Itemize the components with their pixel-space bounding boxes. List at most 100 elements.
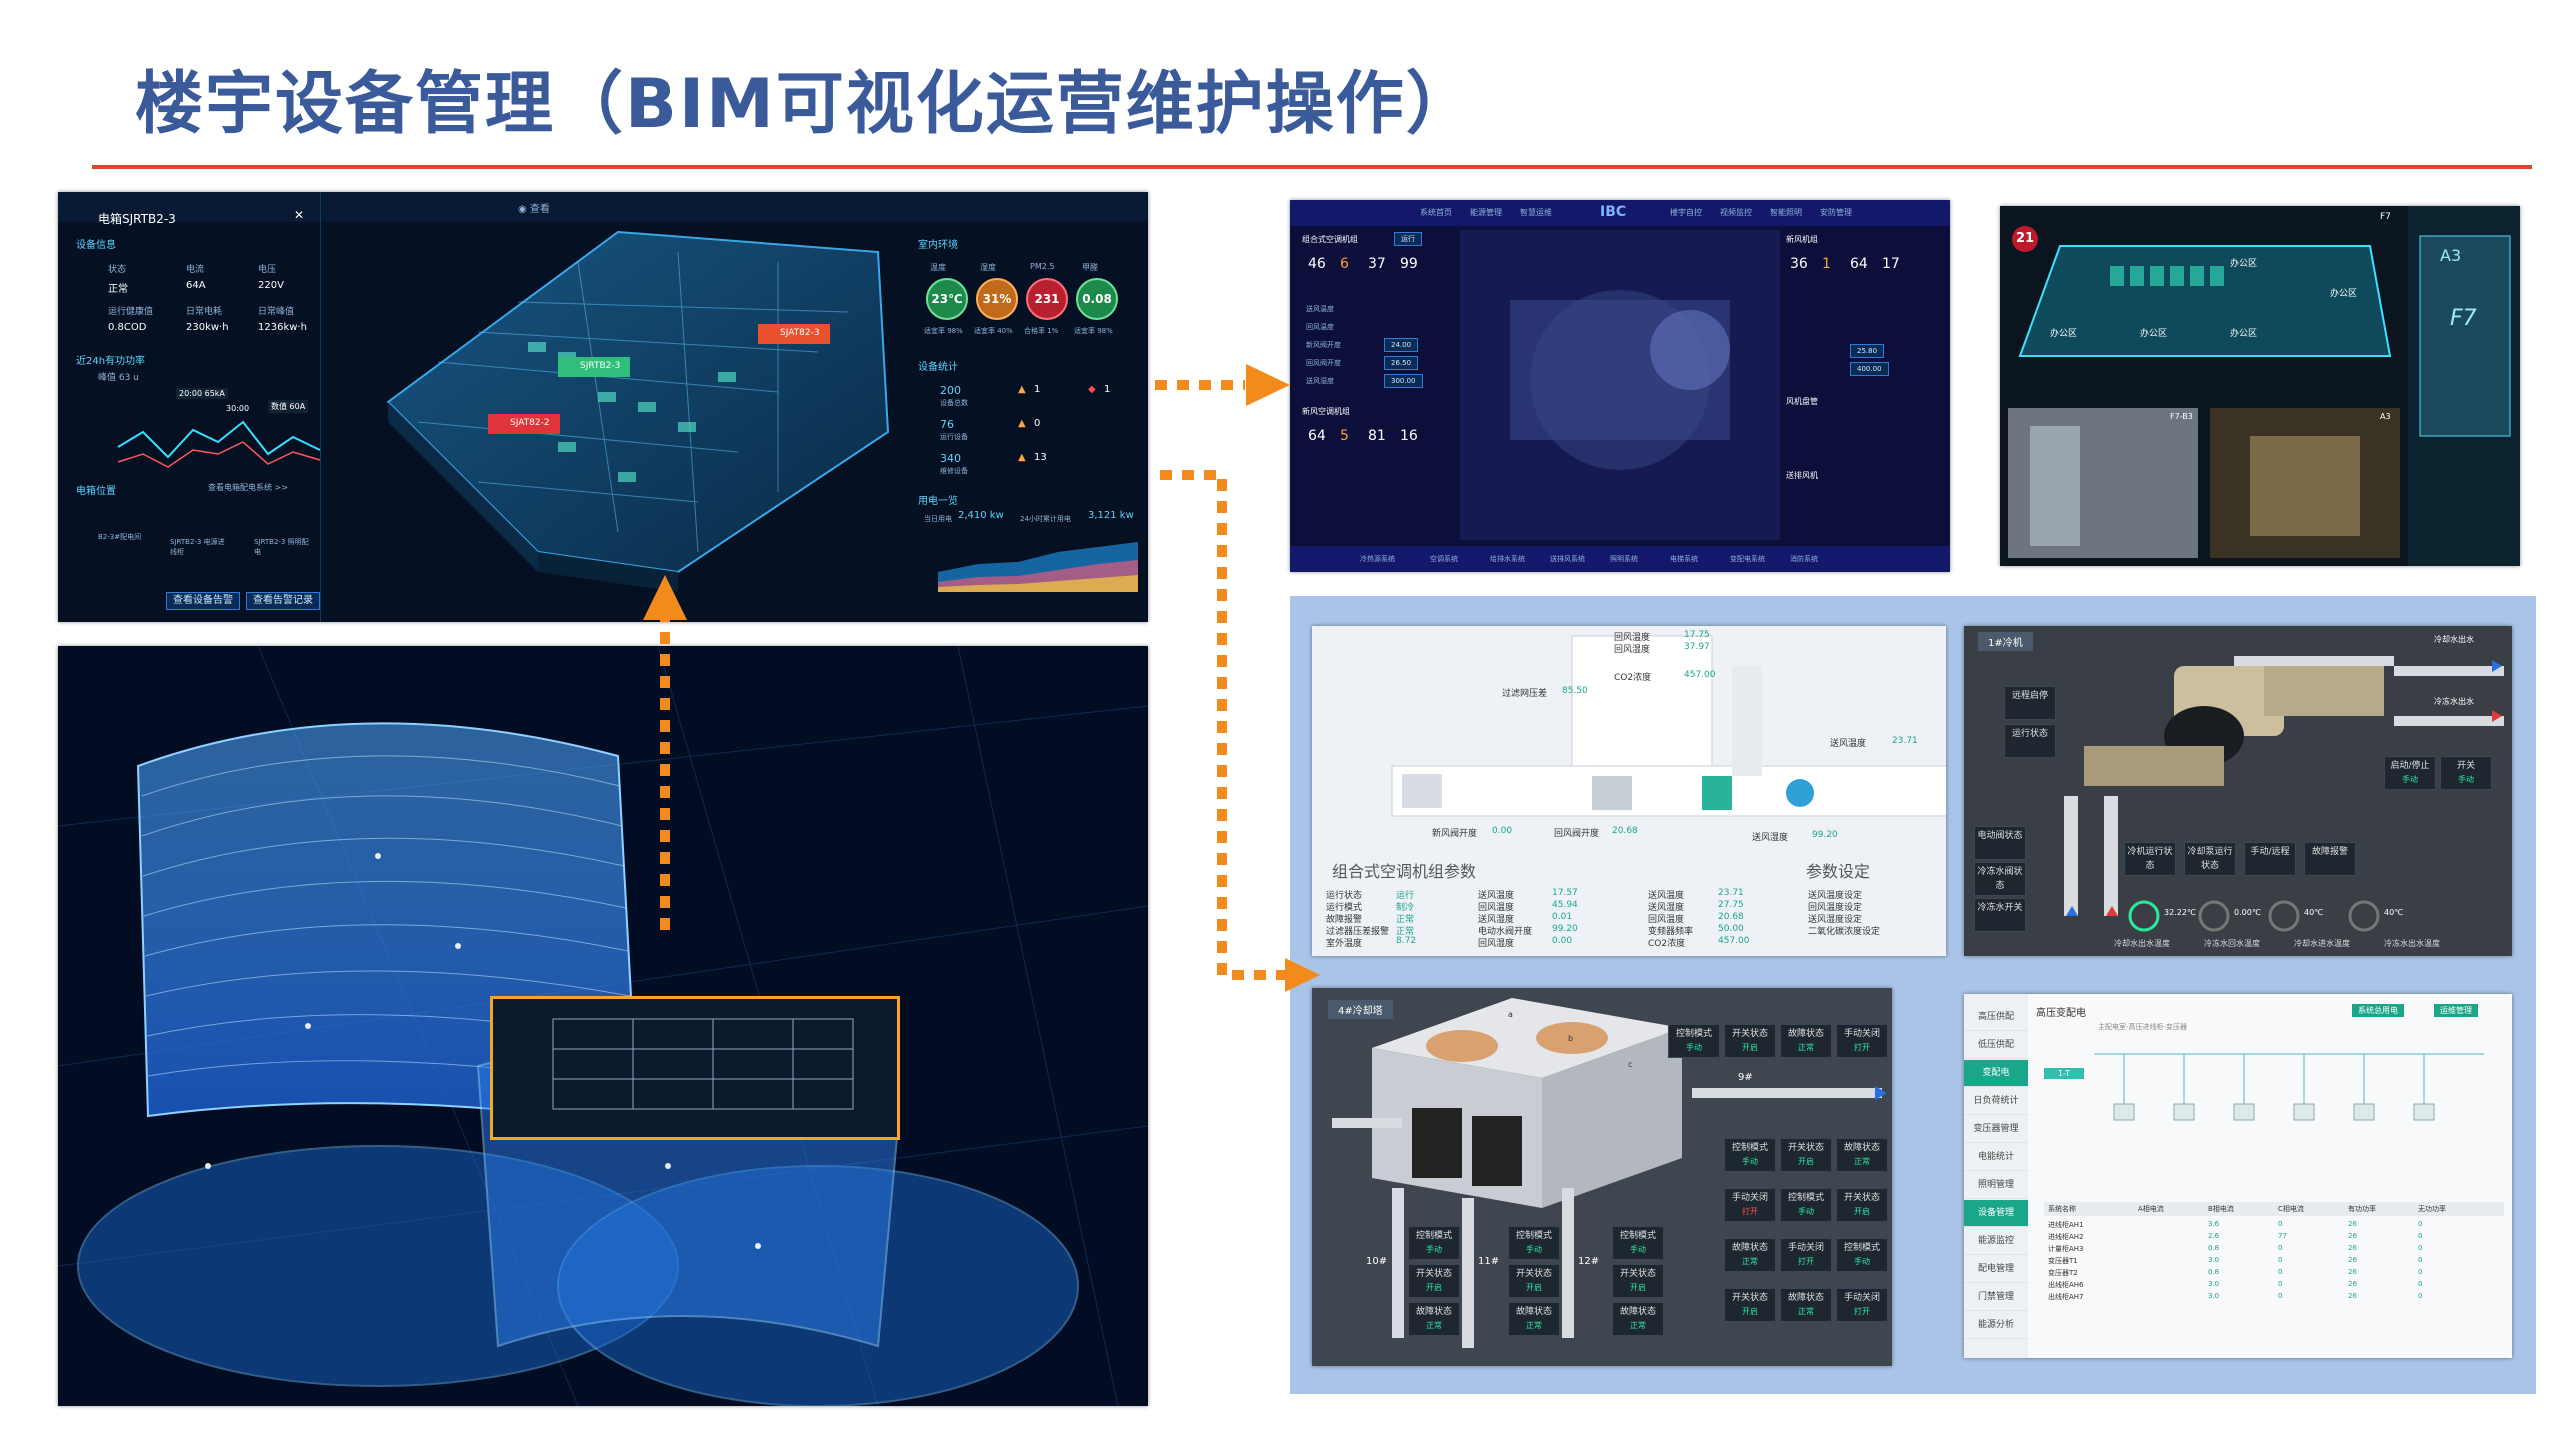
ops-button[interactable]: 运维管理 bbox=[2434, 1004, 2478, 1017]
tower-fan-button[interactable]: 控制模式手动 bbox=[1836, 1238, 1888, 1272]
param-value: 99.20 bbox=[1552, 924, 1578, 934]
remote-start-button[interactable]: 远程启停 bbox=[2004, 686, 2056, 720]
chw-valve-button[interactable]: 冷冻水阀状态 bbox=[1974, 862, 2026, 896]
start-stop-button[interactable]: 启动/停止手动 bbox=[2384, 756, 2436, 790]
sidebar-item[interactable]: 照明管理 bbox=[1964, 1172, 2028, 1199]
bottom-nav-item[interactable]: 冷热源系统 bbox=[1360, 555, 1395, 563]
ahu-title: 组合式空调机组参数 bbox=[1332, 862, 1477, 881]
param-label: 故障报警 bbox=[1326, 915, 1363, 925]
table-cell: 进线柜AH2 bbox=[2048, 1233, 2084, 1241]
temp-value: 0.00℃ bbox=[2234, 908, 2261, 917]
top-nav-item[interactable]: 视频监控 bbox=[1720, 208, 1752, 217]
fault-button[interactable]: 故障状态正常 bbox=[1780, 1024, 1832, 1058]
field-value[interactable]: 300.00 bbox=[1384, 374, 1423, 388]
warning-icon: ▲ bbox=[1018, 384, 1026, 395]
mode-button[interactable]: 控制模式手动 bbox=[1668, 1024, 1720, 1058]
position-node: SJRTB2-3 电源进线柜 bbox=[170, 538, 225, 556]
param-value: 50.00 bbox=[1718, 924, 1744, 934]
pump-switch-button[interactable]: 开关状态开启 bbox=[1508, 1264, 1560, 1298]
switch-button[interactable]: 开关状态开启 bbox=[1724, 1024, 1776, 1058]
top-nav-item[interactable]: 系统首页 bbox=[1420, 208, 1452, 217]
bottom-nav-item[interactable]: 消防系统 bbox=[1790, 555, 1818, 563]
sidebar-item[interactable]: 配电管理 bbox=[1964, 1256, 2028, 1283]
tower-fan-button[interactable]: 手动关闭打开 bbox=[1780, 1238, 1832, 1272]
total-power-button[interactable]: 系统总用电 bbox=[2352, 1004, 2404, 1017]
isometric-floor-map bbox=[58, 192, 1148, 622]
tower-fan-button[interactable]: 故障状态正常 bbox=[1724, 1238, 1776, 1272]
shaft-label: A3 bbox=[2440, 246, 2462, 265]
tower-fan-button[interactable]: 故障状态正常 bbox=[1836, 1138, 1888, 1172]
kpi-number: 99 bbox=[1400, 256, 1418, 272]
pump-switch-button[interactable]: 开关状态开启 bbox=[1612, 1264, 1664, 1298]
panel-cooling-tower: 4#冷却塔 a b c 10# 11# 12# 9# 控制模式手动 开关状态开启… bbox=[1312, 988, 1892, 1366]
valve-status-button[interactable]: 电动阀状态 bbox=[1974, 826, 2026, 860]
pump-fault-button[interactable]: 故障状态正常 bbox=[1612, 1302, 1664, 1336]
field-value[interactable]: 26.50 bbox=[1384, 356, 1419, 370]
pump-switch-button[interactable]: 开关状态开启 bbox=[1408, 1264, 1460, 1298]
tree-item-1t[interactable]: 1-T bbox=[2044, 1068, 2085, 1079]
tower-fan-button[interactable]: 开关状态开启 bbox=[1780, 1138, 1832, 1172]
chw-switch-button[interactable]: 冷冻水开关 bbox=[1974, 898, 2026, 932]
sidebar-item[interactable]: 变压器管理 bbox=[1964, 1116, 2028, 1143]
power-system-link[interactable]: 查看电箱配电系统 >> bbox=[208, 483, 288, 492]
sidebar-item-active[interactable]: 变配电 bbox=[1964, 1060, 2028, 1087]
sidebar-item[interactable]: 高压供配 bbox=[1964, 1004, 2028, 1031]
setting-item[interactable]: 送风湿度设定 bbox=[1808, 915, 1863, 925]
tower-fan-button[interactable]: 开关状态开启 bbox=[1724, 1288, 1776, 1322]
map-tag[interactable]: SJAT82-2 bbox=[510, 418, 550, 428]
top-nav-item[interactable]: 楼宇自控 bbox=[1670, 208, 1702, 217]
tower-fan-button[interactable]: 控制模式手动 bbox=[1780, 1188, 1832, 1222]
run-status-button[interactable]: 运行状态 bbox=[2004, 724, 2056, 758]
field-value[interactable]: 24.00 bbox=[1384, 338, 1419, 352]
pump-fault-button[interactable]: 故障状态正常 bbox=[1508, 1302, 1560, 1336]
bottom-nav-item[interactable]: 变配电系统 bbox=[1730, 555, 1765, 563]
arrow-right-icon bbox=[1246, 364, 1290, 406]
sidebar-item[interactable]: 电能统计 bbox=[1964, 1144, 2028, 1171]
pump-mode-button[interactable]: 控制模式手动 bbox=[1612, 1226, 1664, 1260]
view-records-button[interactable]: 查看告警记录 bbox=[246, 592, 320, 610]
setting-item[interactable]: 回风温度设定 bbox=[1808, 903, 1863, 913]
header-view-tab[interactable]: ◉ 查看 bbox=[518, 204, 550, 215]
bottom-nav-item[interactable]: 照明系统 bbox=[1610, 555, 1638, 563]
table-cell: 0 bbox=[2278, 1220, 2283, 1228]
bottom-nav-item[interactable]: 空调系统 bbox=[1430, 555, 1458, 563]
switch-button[interactable]: 开关手动 bbox=[2440, 756, 2492, 790]
setting-item[interactable]: 送风温度设定 bbox=[1808, 891, 1863, 901]
sidebar-item[interactable]: 能源监控 bbox=[1964, 1228, 2028, 1255]
manual-close-button[interactable]: 手动关闭打开 bbox=[1836, 1024, 1888, 1058]
temp-value: 32.22℃ bbox=[2164, 908, 2196, 917]
pump-mode-button[interactable]: 控制模式手动 bbox=[1408, 1226, 1460, 1260]
map-tag[interactable]: SJRTB2-3 bbox=[580, 361, 621, 371]
orange-highlight-box[interactable] bbox=[490, 996, 900, 1140]
close-icon[interactable]: ✕ bbox=[294, 208, 305, 222]
pump-mode-button[interactable]: 控制模式手动 bbox=[1508, 1226, 1560, 1260]
tower-fan-button[interactable]: 手动关闭打开 bbox=[1836, 1288, 1888, 1322]
sidebar-item[interactable]: 能源分析 bbox=[1964, 1312, 2028, 1339]
sidebar-item-active[interactable]: 设备管理 bbox=[1964, 1200, 2028, 1227]
field-value[interactable]: 25.80 bbox=[1850, 344, 1885, 358]
pump-fault-button[interactable]: 故障状态正常 bbox=[1408, 1302, 1460, 1336]
sidebar-item[interactable]: 低压供配 bbox=[1964, 1032, 2028, 1059]
top-nav-item[interactable]: 安防管理 bbox=[1820, 208, 1852, 217]
status-button[interactable]: 运行 bbox=[1394, 232, 1422, 246]
bottom-nav-item[interactable]: 送排风系统 bbox=[1550, 555, 1585, 563]
tower-fan-button[interactable]: 开关状态开启 bbox=[1836, 1188, 1888, 1222]
tower-fan-button[interactable]: 控制模式手动 bbox=[1724, 1138, 1776, 1172]
top-nav-item[interactable]: 智能照明 bbox=[1770, 208, 1802, 217]
sidebar-item[interactable]: 日负荷统计 bbox=[1964, 1088, 2028, 1115]
sidebar-item[interactable]: 门禁管理 bbox=[1964, 1284, 2028, 1311]
fan-tag: a bbox=[1508, 1010, 1513, 1019]
tower-fan-button[interactable]: 故障状态正常 bbox=[1780, 1288, 1832, 1322]
view-alarm-button[interactable]: 查看设备告警 bbox=[166, 592, 240, 610]
temp-value: 40℃ bbox=[2304, 908, 2324, 917]
alert-count: 0 bbox=[1034, 418, 1041, 429]
tower-fan-button[interactable]: 手动关闭打开 bbox=[1724, 1188, 1776, 1222]
setting-item[interactable]: 二氧化碳浓度设定 bbox=[1808, 927, 1881, 937]
bottom-nav-item[interactable]: 电梯系统 bbox=[1670, 555, 1698, 563]
map-tag[interactable]: SJAT82-3 bbox=[780, 328, 820, 338]
top-nav-item[interactable]: 智慧运维 bbox=[1520, 208, 1552, 217]
section-position: 电箱位置 bbox=[76, 486, 116, 497]
top-nav-item[interactable]: 能源管理 bbox=[1470, 208, 1502, 217]
field-value[interactable]: 400.00 bbox=[1850, 362, 1889, 376]
bottom-nav-item[interactable]: 给排水系统 bbox=[1490, 555, 1525, 563]
